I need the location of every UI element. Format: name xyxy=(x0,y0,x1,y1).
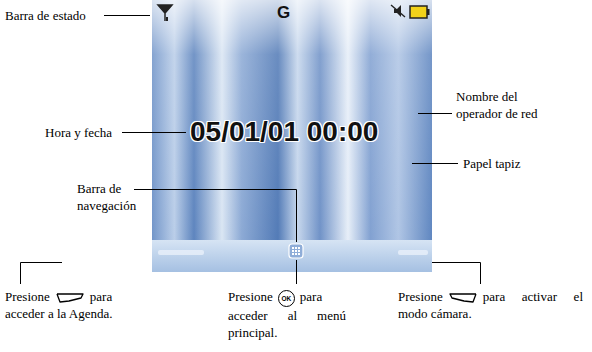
callout-label: Barra de navegación xyxy=(77,180,165,214)
menu-icon xyxy=(289,244,303,258)
leader-line xyxy=(296,260,297,284)
leader-line xyxy=(418,113,452,114)
left-softkey-marker xyxy=(158,250,204,255)
leader-line xyxy=(432,263,481,285)
leader-line xyxy=(104,15,150,16)
signal-icon xyxy=(158,5,172,21)
instruction-note: Presionepara activar el modo cámara. xyxy=(398,288,583,322)
leader-line xyxy=(134,190,297,243)
callout-label: Nombre del operador de red xyxy=(456,88,556,122)
right-softkey-icon xyxy=(448,292,478,304)
softkey-outline xyxy=(57,294,83,302)
leader-line xyxy=(412,163,458,164)
menu-icon-dots xyxy=(292,247,300,255)
instruction-text: Presione xyxy=(228,289,273,304)
instruction-text: Presione xyxy=(5,289,50,304)
screen xyxy=(152,0,432,272)
signal-bar xyxy=(166,17,168,21)
instruction-note: PresioneOKpara acceder al menú principal… xyxy=(228,288,346,341)
wallpaper-shine xyxy=(152,0,432,272)
leader-line xyxy=(21,263,63,285)
callout-label: Papel tapiz xyxy=(463,155,520,172)
silent-icon xyxy=(391,5,405,17)
softkey-outline xyxy=(450,294,476,302)
right-softkey-marker xyxy=(398,250,428,255)
callout-label: Barra de estado xyxy=(5,7,86,24)
date-time: 05/01/01 00:00 xyxy=(190,116,378,148)
wallpaper xyxy=(152,0,432,272)
callout-label: Hora y fecha xyxy=(45,124,112,141)
leader-line xyxy=(122,132,186,133)
instruction-text: Presione xyxy=(398,289,443,304)
network-type: G xyxy=(277,3,290,23)
leader-lines xyxy=(21,16,481,285)
battery-icon xyxy=(410,6,430,18)
instruction-note: Presionepara acceder a la Agenda. xyxy=(5,288,117,322)
ok-key-icon: OK xyxy=(278,290,295,307)
left-softkey-icon xyxy=(55,292,85,304)
navigation-bar xyxy=(152,240,432,272)
